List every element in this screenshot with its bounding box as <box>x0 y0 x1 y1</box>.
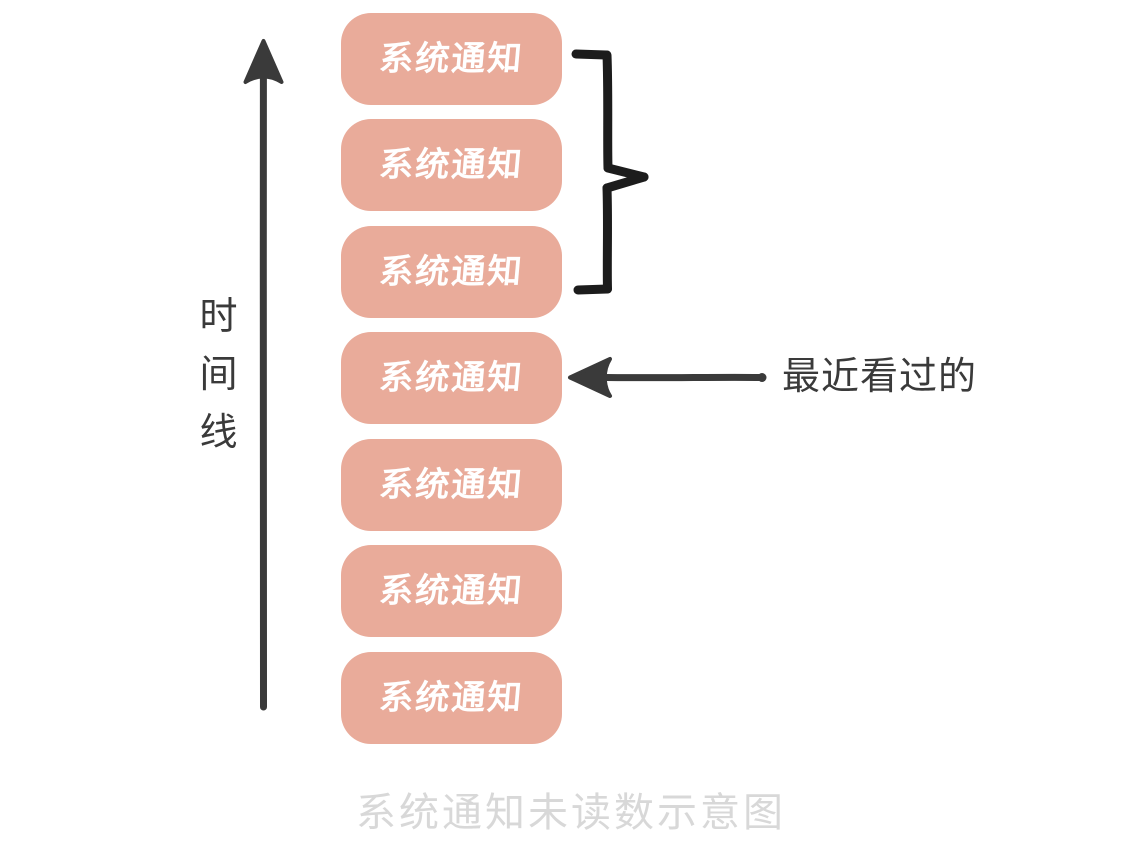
notification-pill-label: 系统通知 <box>377 572 526 610</box>
timeline-axis-label: 时间 线 <box>199 296 239 454</box>
notification-pill-label: 系统通知 <box>377 146 526 184</box>
diagram-caption: 系统通知未读数示意图 <box>356 791 786 835</box>
notification-pill-label: 系统通知 <box>377 359 526 397</box>
notification-pill[interactable]: 系统通知 <box>341 119 562 211</box>
notification-pill-label: 系统通知 <box>377 253 526 291</box>
recent-viewed-arrow <box>568 357 767 398</box>
notification-pill-label: 系统通知 <box>377 679 526 717</box>
notification-pill[interactable]: 系统通知 <box>341 226 562 318</box>
notification-pill[interactable]: 系统通知 <box>341 332 562 424</box>
brace-icon <box>571 49 649 295</box>
recent-viewed-label: 最近看过的 <box>782 356 978 398</box>
notification-pill[interactable]: 系统通知 <box>341 13 562 105</box>
timeline-arrow <box>243 39 284 711</box>
notification-pill[interactable]: 系统通知 <box>341 545 562 637</box>
notification-pill[interactable]: 系统通知 <box>341 439 562 531</box>
notification-pill-label: 系统通知 <box>377 40 526 78</box>
notification-pill[interactable]: 系统通知 <box>341 652 562 744</box>
notification-pill-label: 系统通知 <box>377 466 526 504</box>
